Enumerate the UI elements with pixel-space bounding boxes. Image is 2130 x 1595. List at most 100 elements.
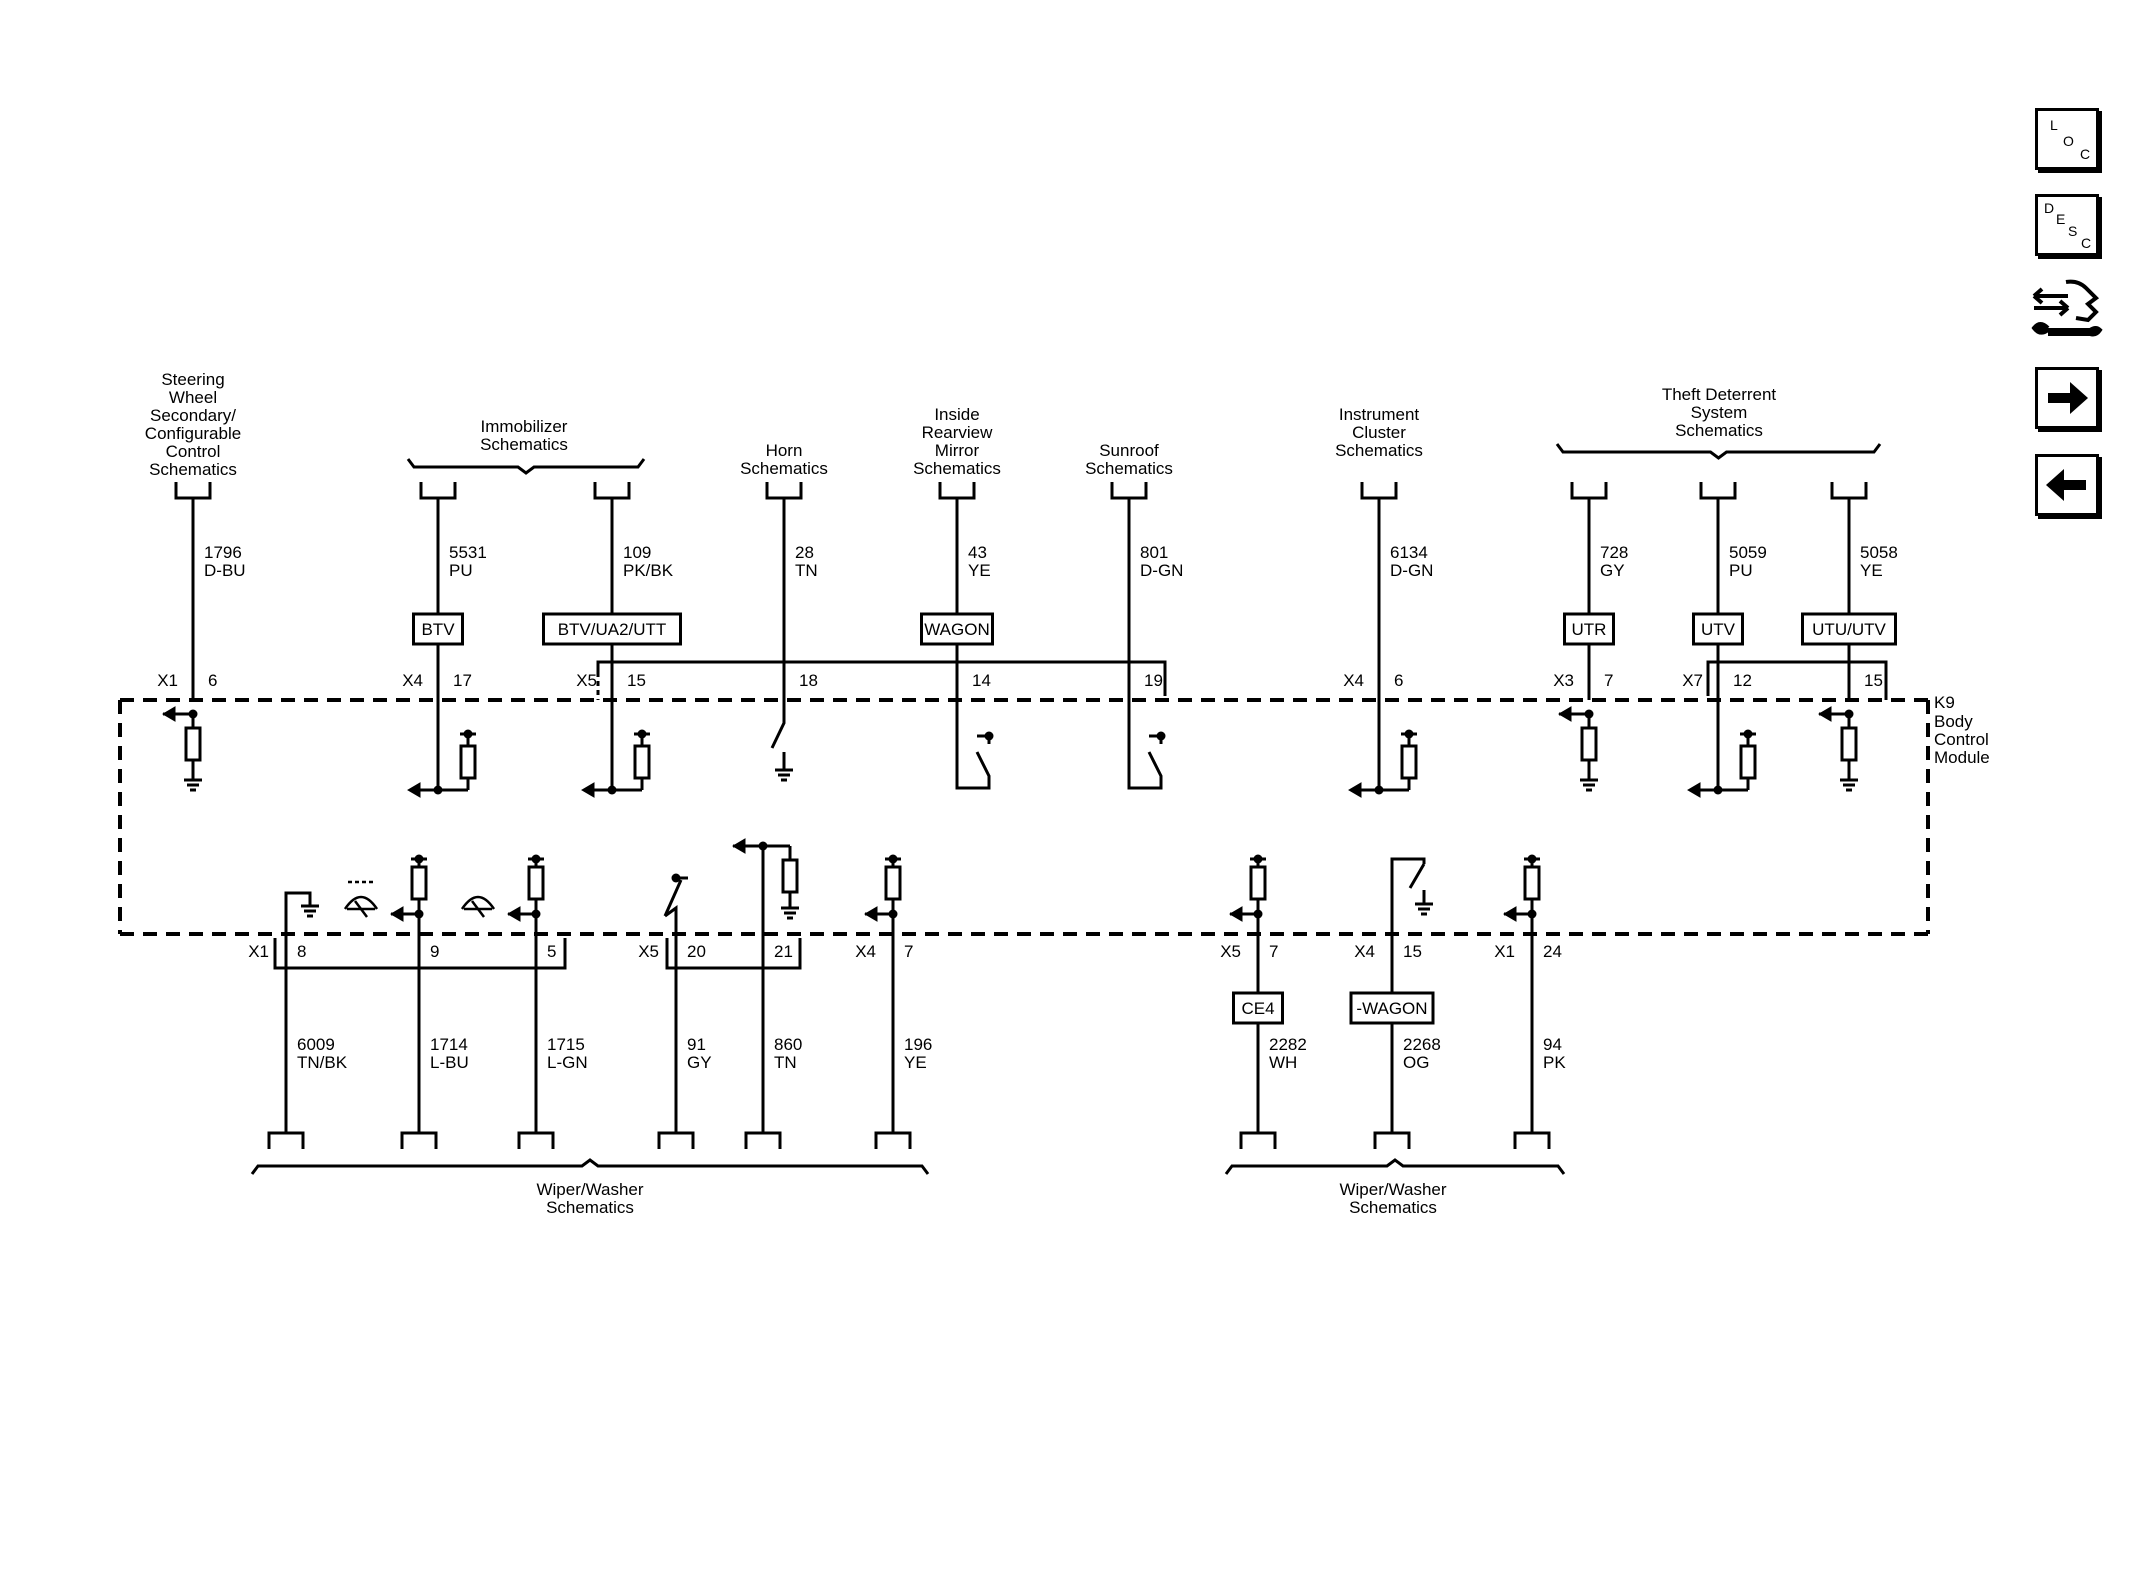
arrow-icon [1503, 906, 1517, 922]
header-label: Rearview [922, 423, 994, 442]
resistor-icon [1840, 726, 1858, 762]
connector-id: X7 [1682, 671, 1703, 690]
header-label: Schematics [1085, 459, 1173, 478]
module-name: Control [1934, 730, 1989, 749]
connector-enclosure [273, 938, 567, 970]
circuit-number: 5058 [1860, 543, 1898, 562]
circuit-number: 2282 [1269, 1035, 1307, 1054]
junction-dot [531, 854, 541, 864]
wire-color: WH [1269, 1053, 1297, 1072]
wire-color: D-BU [204, 561, 246, 580]
wire-color: L-GN [547, 1053, 588, 1072]
arrow-icon [507, 906, 521, 922]
resistor-icon [527, 865, 545, 901]
connector-id: X4 [1343, 671, 1364, 690]
junction-dot [984, 731, 994, 741]
option-label: BTV/UA2/UTT [558, 620, 667, 639]
pin-number: 9 [430, 942, 439, 961]
switch-icon [1408, 863, 1426, 889]
connector-id: X4 [402, 671, 423, 690]
switch-icon [770, 700, 786, 749]
header-label: Steering [161, 370, 224, 389]
option-box [1692, 612, 1744, 646]
circuit-number: 1715 [547, 1035, 585, 1054]
option-label: CE4 [1241, 999, 1274, 1018]
circuit-number: 860 [774, 1035, 802, 1054]
connector-terminal [419, 482, 457, 500]
arrow-icon [1687, 782, 1701, 798]
connector-enclosure [1706, 660, 1888, 700]
connector-terminal [1110, 482, 1148, 500]
connector-terminal [267, 1131, 305, 1149]
loc-letter-l: L [2050, 117, 2058, 133]
connector-id: X5 [638, 942, 659, 961]
module-ref: K9 [1934, 693, 1955, 712]
pin-number: 15 [627, 671, 646, 690]
arrow-icon [1818, 706, 1832, 722]
junction-dot [1253, 854, 1263, 864]
circuit-number: 6134 [1390, 543, 1428, 562]
pin-number: 7 [1604, 671, 1613, 690]
resistor-icon [459, 744, 477, 780]
desc-letter-e: E [2056, 211, 2066, 227]
internal-wire [284, 891, 312, 934]
option-box [1563, 612, 1615, 646]
pin-number: 18 [799, 671, 818, 690]
connector-terminal [1360, 482, 1398, 500]
switch-icon [663, 879, 683, 917]
next-page-button[interactable] [2035, 367, 2099, 429]
connector-terminal [1373, 1131, 1411, 1149]
footer-label: Wiper/Washer [536, 1180, 643, 1199]
wire-color: TN/BK [297, 1053, 348, 1072]
prev-page-button[interactable] [2035, 454, 2099, 516]
module-name: Body [1934, 712, 1973, 731]
desc-letter-d: D [2044, 200, 2055, 216]
connector-terminal [400, 1131, 438, 1149]
header-label: Theft Deterrent [1662, 385, 1777, 404]
wire-color: OG [1403, 1053, 1429, 1072]
pin-number: 20 [687, 942, 706, 961]
resistor-icon [633, 744, 651, 780]
desc-letter-c: C [2081, 235, 2092, 251]
connector-terminal [744, 1131, 782, 1149]
connector-id: X4 [1354, 942, 1375, 961]
module-name: Module [1934, 748, 1990, 767]
connector-enclosure [665, 938, 802, 970]
option-box [1801, 612, 1897, 646]
wire-color: PU [449, 561, 473, 580]
pin-number: 6 [208, 671, 217, 690]
desc-button[interactable]: D E S C [2035, 194, 2099, 256]
connector-terminal [174, 482, 212, 500]
pin-number: 6 [1394, 671, 1403, 690]
wire-color: D-GN [1140, 561, 1183, 580]
desc-letter-s: S [2068, 223, 2078, 239]
connector-terminal [593, 482, 631, 500]
connector-terminal [1699, 482, 1737, 500]
circuit-number: 1796 [204, 543, 242, 562]
circuit-number: 28 [795, 543, 814, 562]
connector-wrench-icon[interactable] [2030, 278, 2104, 342]
junction-dot [888, 854, 898, 864]
header-label: Schematics [149, 460, 237, 479]
pin-number: 14 [972, 671, 991, 690]
header-label: Secondary/ [150, 406, 236, 425]
circuit-number: 6009 [297, 1035, 335, 1054]
option-label: BTV [421, 620, 455, 639]
junction-dot [414, 854, 424, 864]
header-label: Mirror [935, 441, 980, 460]
pin-number: 5 [547, 942, 556, 961]
wiper-icon [354, 900, 368, 918]
pin-number: 24 [1543, 942, 1562, 961]
resistor-icon [1249, 865, 1267, 901]
option-box [1232, 991, 1284, 1025]
circuit-number: 728 [1600, 543, 1628, 562]
header-label: Schematics [913, 459, 1001, 478]
loc-button[interactable]: L O C [2035, 108, 2099, 170]
connector-id: X3 [1553, 671, 1574, 690]
arrow-icon [407, 782, 421, 798]
wire-color: TN [774, 1053, 797, 1072]
wire-color: YE [968, 561, 991, 580]
wire-color: YE [1860, 561, 1883, 580]
group-bracket [1555, 443, 1882, 460]
